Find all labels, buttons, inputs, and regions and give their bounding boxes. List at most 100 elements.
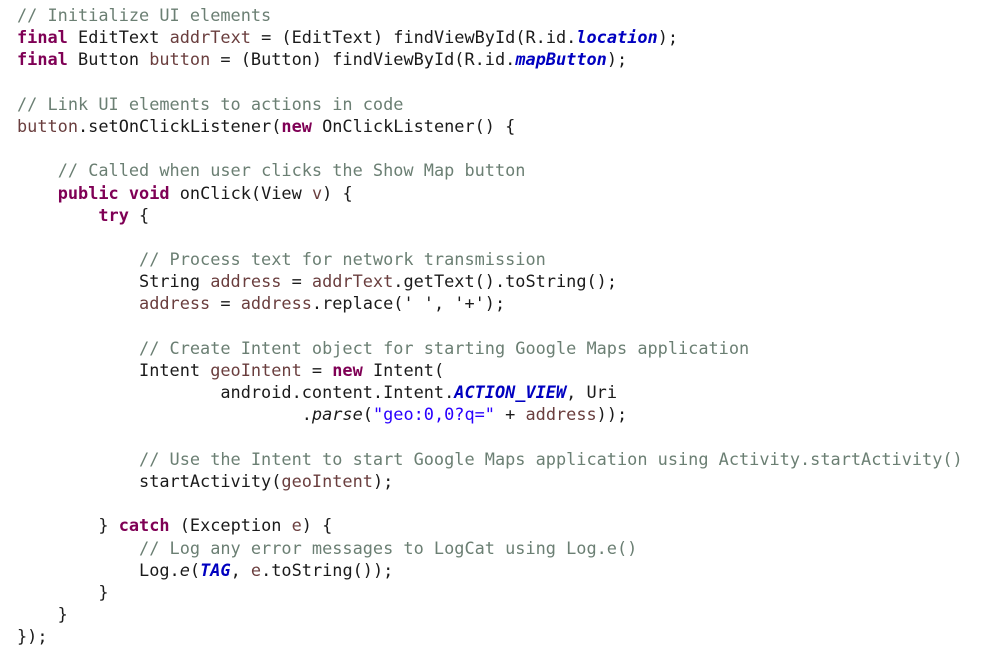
code-line: } catch (Exception e) { xyxy=(17,514,963,536)
code-line: String address = addrText.getText().toSt… xyxy=(17,270,963,292)
code-text: )); xyxy=(596,404,628,425)
code-text: Button xyxy=(67,49,150,70)
code-keyword: final xyxy=(17,49,68,70)
code-line: startActivity(geoIntent); xyxy=(17,470,963,492)
code-text: { xyxy=(128,204,150,225)
code-variable: address xyxy=(525,404,597,425)
code-comment: // Use the Intent to start Google Maps a… xyxy=(139,448,963,469)
code-text xyxy=(17,160,58,180)
code-keyword: catch xyxy=(118,515,170,536)
code-comment: // Called when user clicks the Show Map … xyxy=(57,160,526,181)
code-text: , Uri xyxy=(566,382,617,403)
code-line: // Log any error messages to LogCat usin… xyxy=(17,537,963,559)
code-line: // Create Intent object for starting Goo… xyxy=(17,337,963,359)
code-static-field: ACTION_VIEW xyxy=(454,382,567,403)
code-text: + xyxy=(494,404,526,425)
code-text: onClick(View xyxy=(169,182,312,203)
code-text: String xyxy=(17,271,211,292)
code-line: final EditText addrText = (EditText) fin… xyxy=(17,26,963,48)
code-line: button.setOnClickListener(new OnClickLis… xyxy=(17,115,963,137)
code-text xyxy=(17,249,139,269)
code-text: = xyxy=(301,360,333,380)
code-keyword: public xyxy=(57,182,119,203)
code-line: } xyxy=(17,581,963,603)
code-comment: // Log any error messages to LogCat usin… xyxy=(139,537,638,558)
code-keyword: final xyxy=(17,27,68,48)
code-line: Intent geoIntent = new Intent( xyxy=(17,359,963,381)
code-line: // Process text for network transmission xyxy=(17,248,963,270)
code-static-method: parse xyxy=(311,404,363,425)
code-variable: address xyxy=(240,293,312,314)
code-text: .setOnClickListener( xyxy=(78,115,282,136)
code-text: (Exception xyxy=(169,515,292,536)
code-line: } xyxy=(17,603,963,625)
code-variable: geoIntent xyxy=(210,360,302,380)
code-line: // Use the Intent to start Google Maps a… xyxy=(17,448,963,470)
code-comment: // Process text for network transmission xyxy=(139,249,546,270)
code-text: EditText xyxy=(67,27,170,48)
code-line xyxy=(17,426,963,448)
code-line xyxy=(17,492,963,514)
code-text: ) { xyxy=(301,515,333,536)
code-comment: // Create Intent object for starting Goo… xyxy=(139,337,750,358)
code-static-field: mapButton xyxy=(515,49,607,70)
code-comment: // Initialize UI elements xyxy=(17,5,272,25)
code-line: .parse("geo:0,0?q=" + address)); xyxy=(17,403,963,425)
code-text xyxy=(17,205,98,225)
code-text: , xyxy=(230,559,251,580)
code-line xyxy=(17,71,963,93)
code-variable: address xyxy=(139,293,211,314)
code-text xyxy=(17,183,58,203)
code-line: public void onClick(View v) { xyxy=(17,182,963,204)
code-line xyxy=(17,137,963,159)
code-keyword: new xyxy=(281,115,312,136)
code-text: Intent( xyxy=(362,360,445,380)
code-variable: v xyxy=(311,182,323,203)
code-static-method: e xyxy=(179,559,190,580)
code-text: OnClickListener() { xyxy=(311,115,516,136)
code-line: // Link UI elements to actions in code xyxy=(17,93,963,115)
code-line: try { xyxy=(17,204,963,226)
code-variable: button xyxy=(149,49,211,70)
code-text: ); xyxy=(606,49,628,70)
code-line: }); xyxy=(17,625,963,647)
code-text: ); xyxy=(657,27,679,48)
code-text: ) { xyxy=(322,182,353,203)
code-text: = xyxy=(281,271,312,292)
code-text: ( xyxy=(189,559,201,580)
code-text: = (Button) findViewById(R.id. xyxy=(210,49,516,70)
code-line: // Called when user clicks the Show Map … xyxy=(17,159,963,181)
code-line: address = address.replace(' ', '+'); xyxy=(17,292,963,314)
code-text xyxy=(17,538,139,558)
code-line: android.content.Intent.ACTION_VIEW, Uri xyxy=(17,381,963,403)
code-variable: e xyxy=(291,515,302,536)
code-line xyxy=(17,315,963,337)
code-text: = xyxy=(210,293,241,314)
code-text: } xyxy=(17,515,119,536)
code-keyword: void xyxy=(128,182,170,203)
code-text xyxy=(119,183,129,203)
code-comment: // Link UI elements to actions in code xyxy=(17,93,404,114)
code-variable: addrText xyxy=(169,27,251,48)
code-line: // Initialize UI elements xyxy=(17,4,963,26)
code-text: Log. xyxy=(17,559,180,580)
code-text: } xyxy=(17,604,68,625)
code-variable: geoIntent xyxy=(281,470,373,491)
code-text xyxy=(17,449,139,469)
code-text: = (EditText) findViewById(R.id. xyxy=(250,27,577,48)
code-text xyxy=(17,293,139,313)
code-variable: address xyxy=(210,271,282,292)
code-keyword: new xyxy=(332,360,363,380)
code-static-field: location xyxy=(576,27,658,48)
code-text: ); xyxy=(372,470,394,491)
code-text: .replace(' ', '+'); xyxy=(311,293,506,314)
code-text: .toString()); xyxy=(261,559,394,580)
code-variable: addrText xyxy=(311,271,394,292)
code-text: } xyxy=(17,581,109,602)
code-static-field: TAG xyxy=(200,559,231,580)
code-string: "geo:0,0?q=" xyxy=(372,404,495,425)
code-text: . xyxy=(17,404,312,425)
code-line: final Button button = (Button) findViewB… xyxy=(17,48,963,70)
code-text: }); xyxy=(17,626,48,647)
